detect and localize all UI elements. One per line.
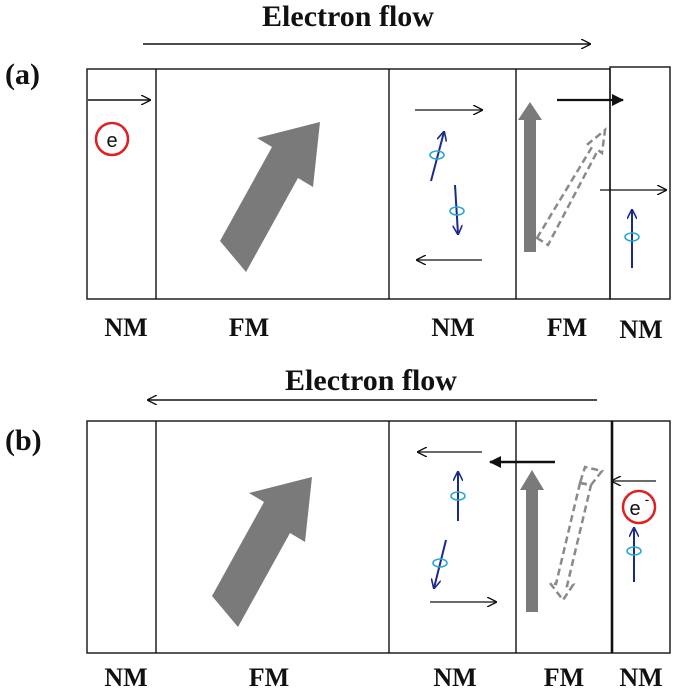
panel-b-free-magnetization-arrow xyxy=(520,470,544,612)
panel-b-spin-down-precession xyxy=(432,558,448,568)
panel-a-label-nm-1: NM xyxy=(104,313,147,342)
panel-b-electron-symbol: e xyxy=(629,498,640,520)
panel-b-spin-down-arrow xyxy=(434,539,447,588)
panel-a-rotated-magnetization-arrow xyxy=(535,127,607,247)
panel-a-electron xyxy=(94,121,130,157)
panel-a-label-fm-1: FM xyxy=(229,313,269,342)
panel-b-label-nm-3: NM xyxy=(619,663,662,690)
panel-b-label-fm-1: FM xyxy=(249,663,289,690)
panel-a-label-nm-3: NM xyxy=(619,315,662,344)
panel-b-flow-label: Electron flow xyxy=(285,364,457,397)
panel-b-label-nm-2: NM xyxy=(433,663,476,690)
panel-a: (a) Electron flow e xyxy=(5,0,671,344)
panel-a-spin-down-arrow xyxy=(455,184,458,234)
panel-b-incident-spin-precession xyxy=(626,546,642,556)
panel-a-electron-symbol: e xyxy=(106,130,117,152)
panel-b-spin-up-precession xyxy=(450,491,466,501)
panel-a-fixed-magnetization-arrow xyxy=(220,122,320,272)
panel-a-right-nm-box xyxy=(609,66,671,300)
panel-a-flow-label: Electron flow xyxy=(262,0,434,33)
panel-a-label-fm-2: FM xyxy=(547,313,587,342)
panel-b-label-fm-2: FM xyxy=(544,663,584,690)
panel-a-letter: (a) xyxy=(5,58,40,91)
panel-b: (b) Electron flow e - xyxy=(5,364,671,690)
panel-b-electron xyxy=(621,489,657,525)
panel-a-spin-up-arrow xyxy=(430,132,444,182)
panel-b-stack xyxy=(86,420,671,654)
panel-b-label-nm-1: NM xyxy=(104,663,147,690)
panel-a-output-spin-precession xyxy=(624,232,640,242)
panel-a-label-nm-2: NM xyxy=(431,313,474,342)
panel-b-fixed-magnetization-arrow xyxy=(212,477,312,627)
panel-a-free-magnetization-arrow xyxy=(518,102,542,252)
panel-a-spin-down-precession xyxy=(449,206,465,216)
panel-a-stack xyxy=(86,66,671,300)
panel-b-stack-outline xyxy=(86,420,671,654)
panel-b-rotated-magnetization-arrow xyxy=(547,465,605,603)
panel-b-letter: (b) xyxy=(5,424,42,457)
panel-a-spin-up-precession xyxy=(429,150,445,160)
panel-b-electron-charge: - xyxy=(645,491,650,507)
